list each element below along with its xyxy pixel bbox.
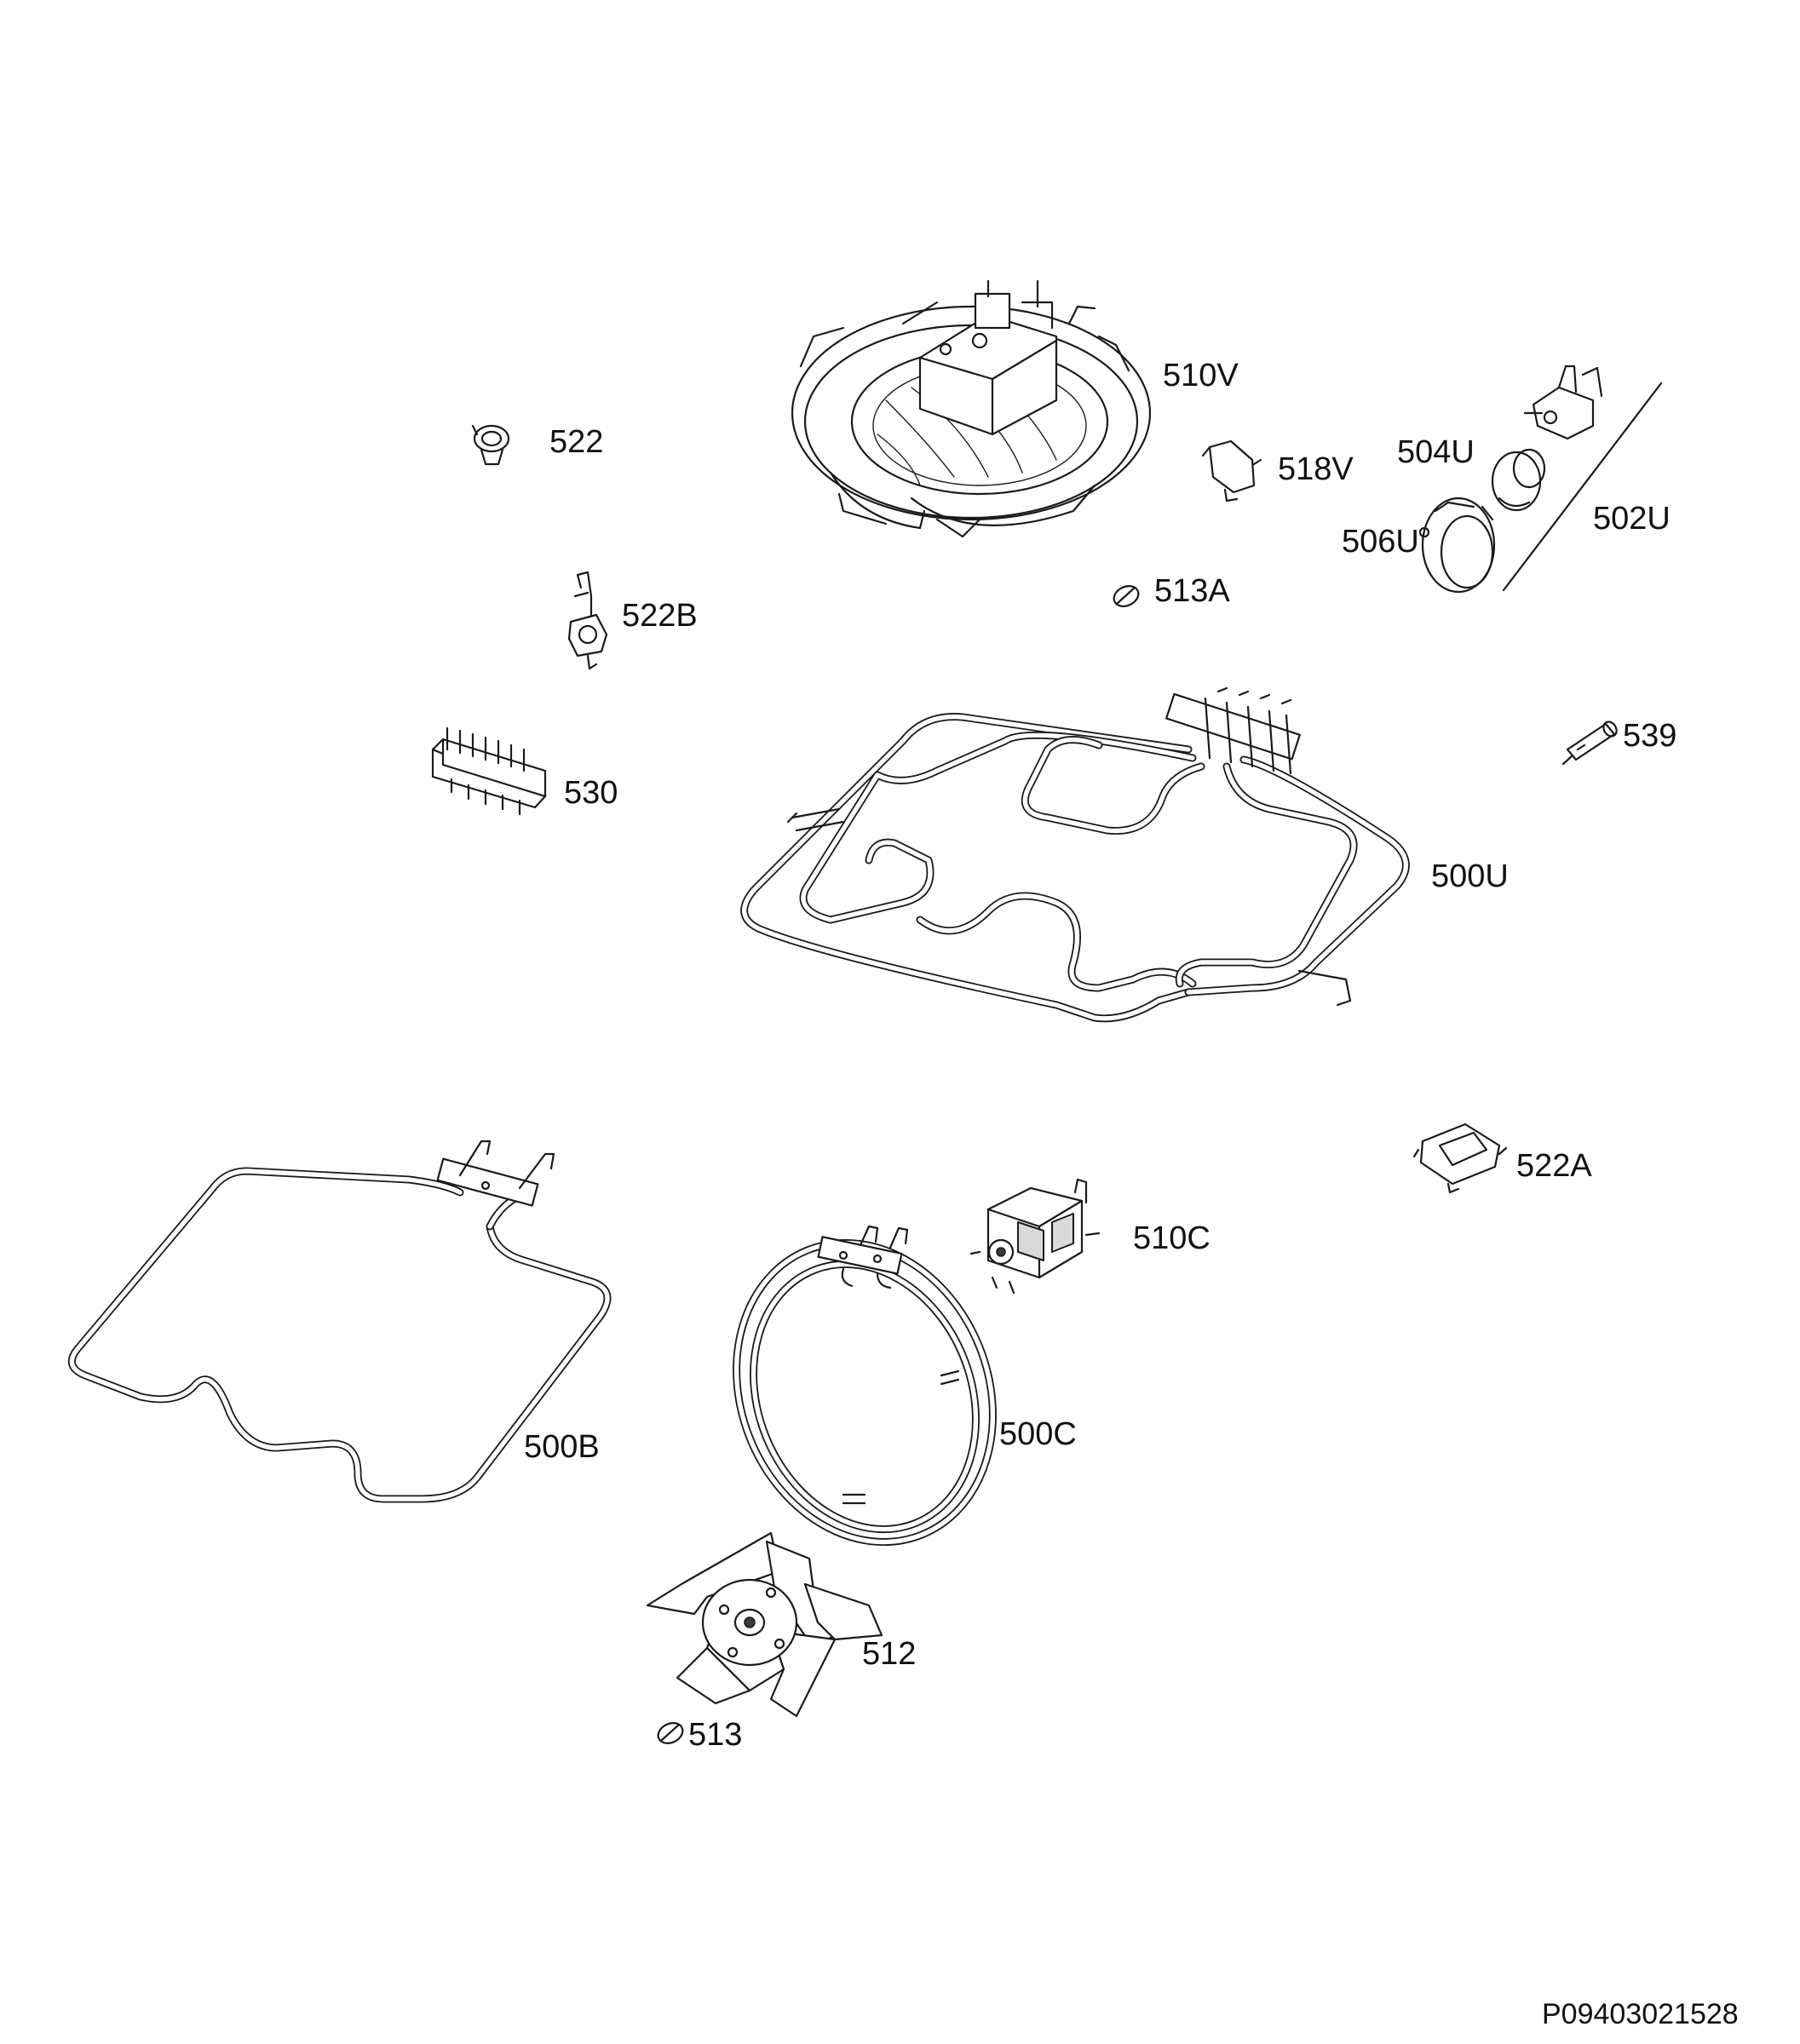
part-label-500u: 500U [1431,858,1509,894]
part-label-504u: 504U [1397,434,1475,470]
part-label-506u: 506U [1342,524,1419,560]
part-label-500b: 500B [524,1429,600,1465]
part-label-522a: 522A [1516,1148,1592,1184]
circular-heating-element-icon [733,1225,997,1547]
part-label-510v: 510V [1163,358,1239,393]
part-label-522b: 522B [622,598,698,634]
fan-motor-icon [969,1178,1101,1295]
part-label-512: 512 [862,1636,917,1672]
part-label-513: 513 [688,1717,743,1753]
part-label-522: 522 [549,424,604,460]
thermostat-icon [567,571,608,670]
convection-fan-housing-icon [791,279,1152,538]
part-label-502u: 502U [1593,501,1671,537]
part-label-500c: 500C [999,1416,1077,1452]
part-label-513a: 513A [1154,573,1230,609]
drawing-reference-code: P09403021528 [1542,1998,1739,2030]
part-label-518v: 518V [1278,451,1354,487]
terminal-block-icon [431,726,547,816]
lamp-cover-icon [1418,497,1496,594]
part-label-530: 530 [564,775,618,811]
bracket-clip-icon [1201,439,1262,502]
part-label-510c: 510C [1133,1220,1211,1256]
lamp-assembly-icon [1502,365,1663,592]
safety-thermostat-icon [1412,1122,1508,1194]
cable-clip-icon [471,424,510,466]
fan-blade-icon [646,1531,883,1718]
bottom-heating-element-icon [67,1140,612,1503]
lamp-bulb-icon [1491,448,1546,512]
top-grill-heating-element-icon [740,686,1410,1023]
sensor-probe-icon [1561,721,1618,766]
nut-icon [657,1722,684,1744]
part-label-539: 539 [1623,718,1677,754]
nut-icon [1113,585,1140,607]
